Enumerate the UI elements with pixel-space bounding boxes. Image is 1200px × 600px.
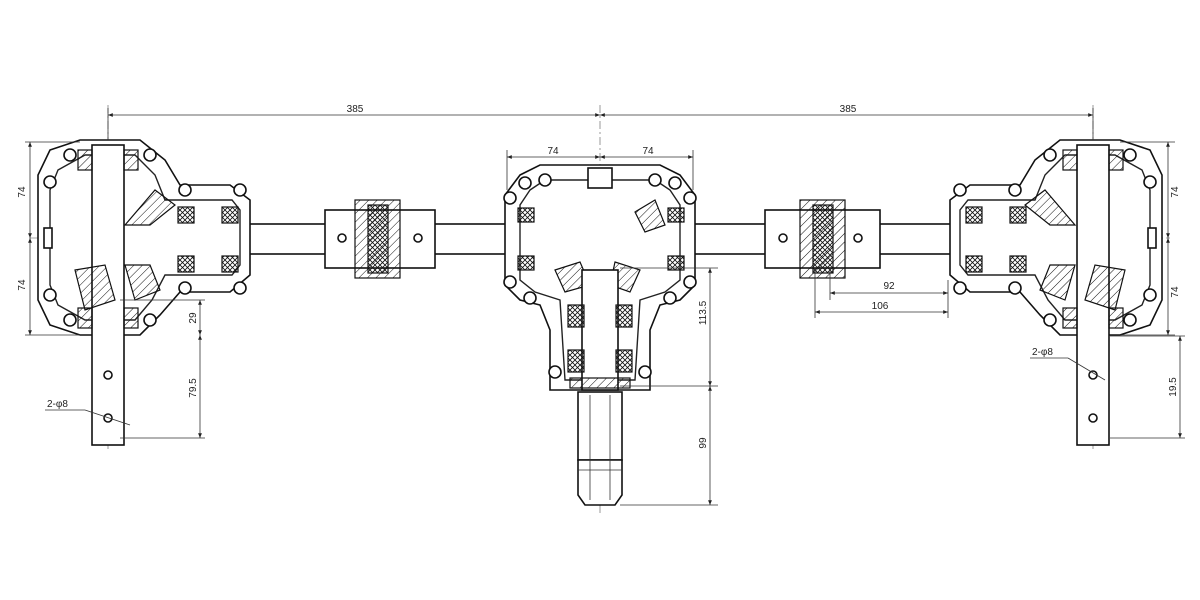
left-gearbox <box>37 139 251 446</box>
dimension-labels: 385 385 74 74 74 74 74 74 29 79.5 2-φ8 2… <box>17 104 1181 449</box>
left-coupling <box>324 199 436 279</box>
dim-left-lower: 74 <box>17 279 28 291</box>
dim-coupling-outer: 106 <box>872 301 889 312</box>
dim-center-height: 113.5 <box>698 300 709 325</box>
dim-right-holes: 2-φ8 <box>1032 347 1053 358</box>
dim-span-right: 385 <box>840 104 857 115</box>
dim-left-holes: 2-φ8 <box>47 399 68 410</box>
right-gearbox <box>949 139 1163 446</box>
dim-right-upper: 74 <box>1170 186 1181 198</box>
dim-left-offset: 29 <box>188 312 199 324</box>
dim-center-half-right: 74 <box>642 146 654 157</box>
input-shaft <box>577 391 623 506</box>
right-coupling <box>764 199 881 279</box>
dim-right-shaft: 19.5 <box>1168 377 1179 397</box>
dim-left-shaft: 79.5 <box>188 378 199 398</box>
right-bolt-holes <box>953 148 1157 327</box>
dim-span-left: 385 <box>347 104 364 115</box>
dim-left-upper: 74 <box>17 186 28 198</box>
dim-coupling-inner: 92 <box>883 281 895 292</box>
center-bolt-holes <box>503 173 697 379</box>
dim-center-half-left: 74 <box>547 146 559 157</box>
left-bolt-holes <box>43 148 247 327</box>
dim-right-lower: 74 <box>1170 286 1181 298</box>
dimension-lines <box>25 108 1185 506</box>
center-gearbox <box>503 164 697 391</box>
dim-input-shaft: 99 <box>698 437 709 449</box>
